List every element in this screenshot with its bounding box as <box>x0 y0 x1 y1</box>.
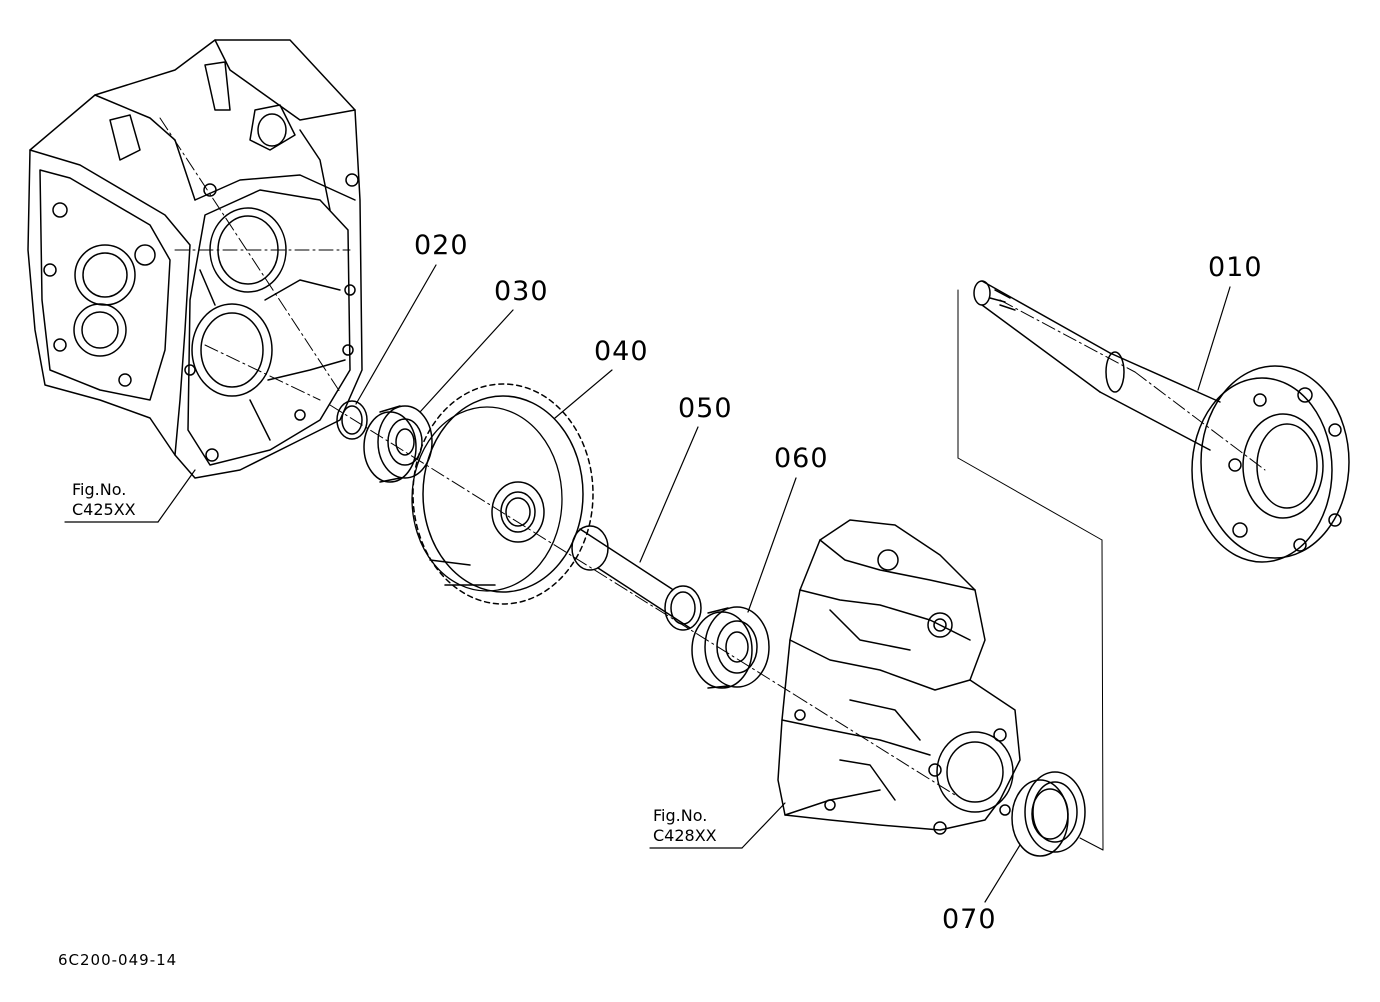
figure-ref-code: C428XX <box>653 826 717 845</box>
oil-seal-070 <box>1012 772 1085 856</box>
ball-bearing-030 <box>364 406 432 482</box>
leader-lines <box>65 265 1230 902</box>
snap-ring-020 <box>337 401 367 439</box>
ball-bearing-060 <box>692 607 769 688</box>
transmission-case-right <box>778 520 1020 834</box>
part-label-050: 050 <box>678 393 733 424</box>
figure-ref-code: C425XX <box>72 500 136 519</box>
part-label-010: 010 <box>1208 252 1263 283</box>
shaft-010 <box>974 281 1349 562</box>
assembly-bracket <box>958 290 1103 850</box>
figure-ref-1: Fig.No. C425XX <box>72 480 136 520</box>
figure-ref-label: Fig.No. <box>653 806 708 825</box>
figure-ref-label: Fig.No. <box>72 480 127 499</box>
part-label-060: 060 <box>774 443 829 474</box>
sleeve-050 <box>572 526 701 630</box>
transmission-case-left <box>28 40 362 478</box>
part-label-020: 020 <box>414 230 469 261</box>
part-label-030: 030 <box>494 276 549 307</box>
center-lines <box>160 118 1265 795</box>
figure-ref-2: Fig.No. C428XX <box>653 806 717 846</box>
part-label-040: 040 <box>594 336 649 367</box>
part-label-070: 070 <box>942 904 997 935</box>
gear-040 <box>412 384 593 604</box>
drawing-code: 6C200-049-14 <box>58 951 178 969</box>
